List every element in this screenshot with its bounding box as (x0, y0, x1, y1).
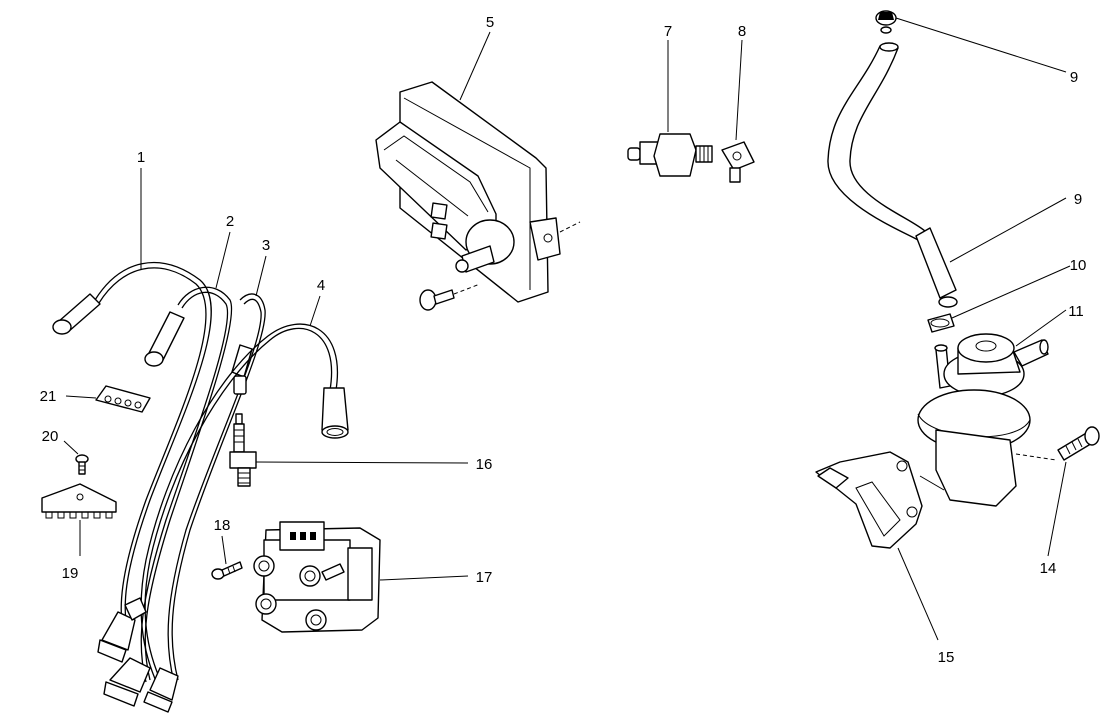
ignition-coil-icon[interactable] (253, 521, 381, 633)
callout-7: 7 (664, 23, 672, 40)
hv-lead-4-icon[interactable] (140, 323, 349, 693)
callout-2: 2 (226, 213, 234, 230)
hose-clip-icon[interactable] (927, 313, 955, 333)
callout-5: 5 (486, 14, 494, 31)
fuel-hose-icon[interactable] (827, 42, 958, 308)
hv-lead-1-icon[interactable] (52, 261, 212, 643)
fuel-pump-icon[interactable] (917, 333, 1057, 507)
callout-20: 20 (42, 428, 59, 445)
screw-icon[interactable] (75, 454, 89, 475)
callout-18: 18 (214, 517, 231, 534)
callout-14: 14 (1040, 560, 1057, 577)
ecu-module-icon[interactable] (375, 81, 581, 311)
bolt-icon[interactable] (1057, 426, 1100, 461)
gasket-icon[interactable] (815, 451, 923, 549)
leader-lines (63, 17, 1071, 641)
lead-separator-icon[interactable] (95, 385, 151, 413)
callout-1: 1 (137, 149, 145, 166)
callout-17: 17 (476, 569, 493, 586)
lead-boots-lower (97, 597, 179, 713)
callout-9-top: 9 (1070, 69, 1078, 86)
lead-bracket-icon[interactable] (41, 483, 117, 519)
callout-16: 16 (476, 456, 493, 473)
callout-9-lower: 10 (1070, 257, 1087, 274)
elbow-fitting-icon[interactable] (721, 141, 755, 183)
callouts: 1 2 3 4 5 7 8 9 9 10 11 14 15 16 17 18 1… (40, 14, 1087, 666)
callout-11: 11 (1068, 303, 1084, 320)
hose-clip-icon[interactable] (875, 10, 897, 34)
callout-10: 9 (1074, 191, 1082, 208)
callout-15: 15 (938, 649, 955, 666)
callout-19: 19 (62, 565, 79, 582)
hv-lead-3-icon[interactable] (167, 293, 266, 683)
pressure-switch-icon[interactable] (627, 133, 713, 177)
screw-icon[interactable] (211, 561, 243, 580)
callout-3: 3 (262, 237, 270, 254)
callout-21: 21 (40, 388, 57, 405)
callout-8: 8 (738, 23, 746, 40)
spark-plug-icon[interactable] (229, 413, 257, 487)
callout-4: 4 (317, 277, 325, 294)
hv-lead-2-icon[interactable] (140, 286, 233, 683)
